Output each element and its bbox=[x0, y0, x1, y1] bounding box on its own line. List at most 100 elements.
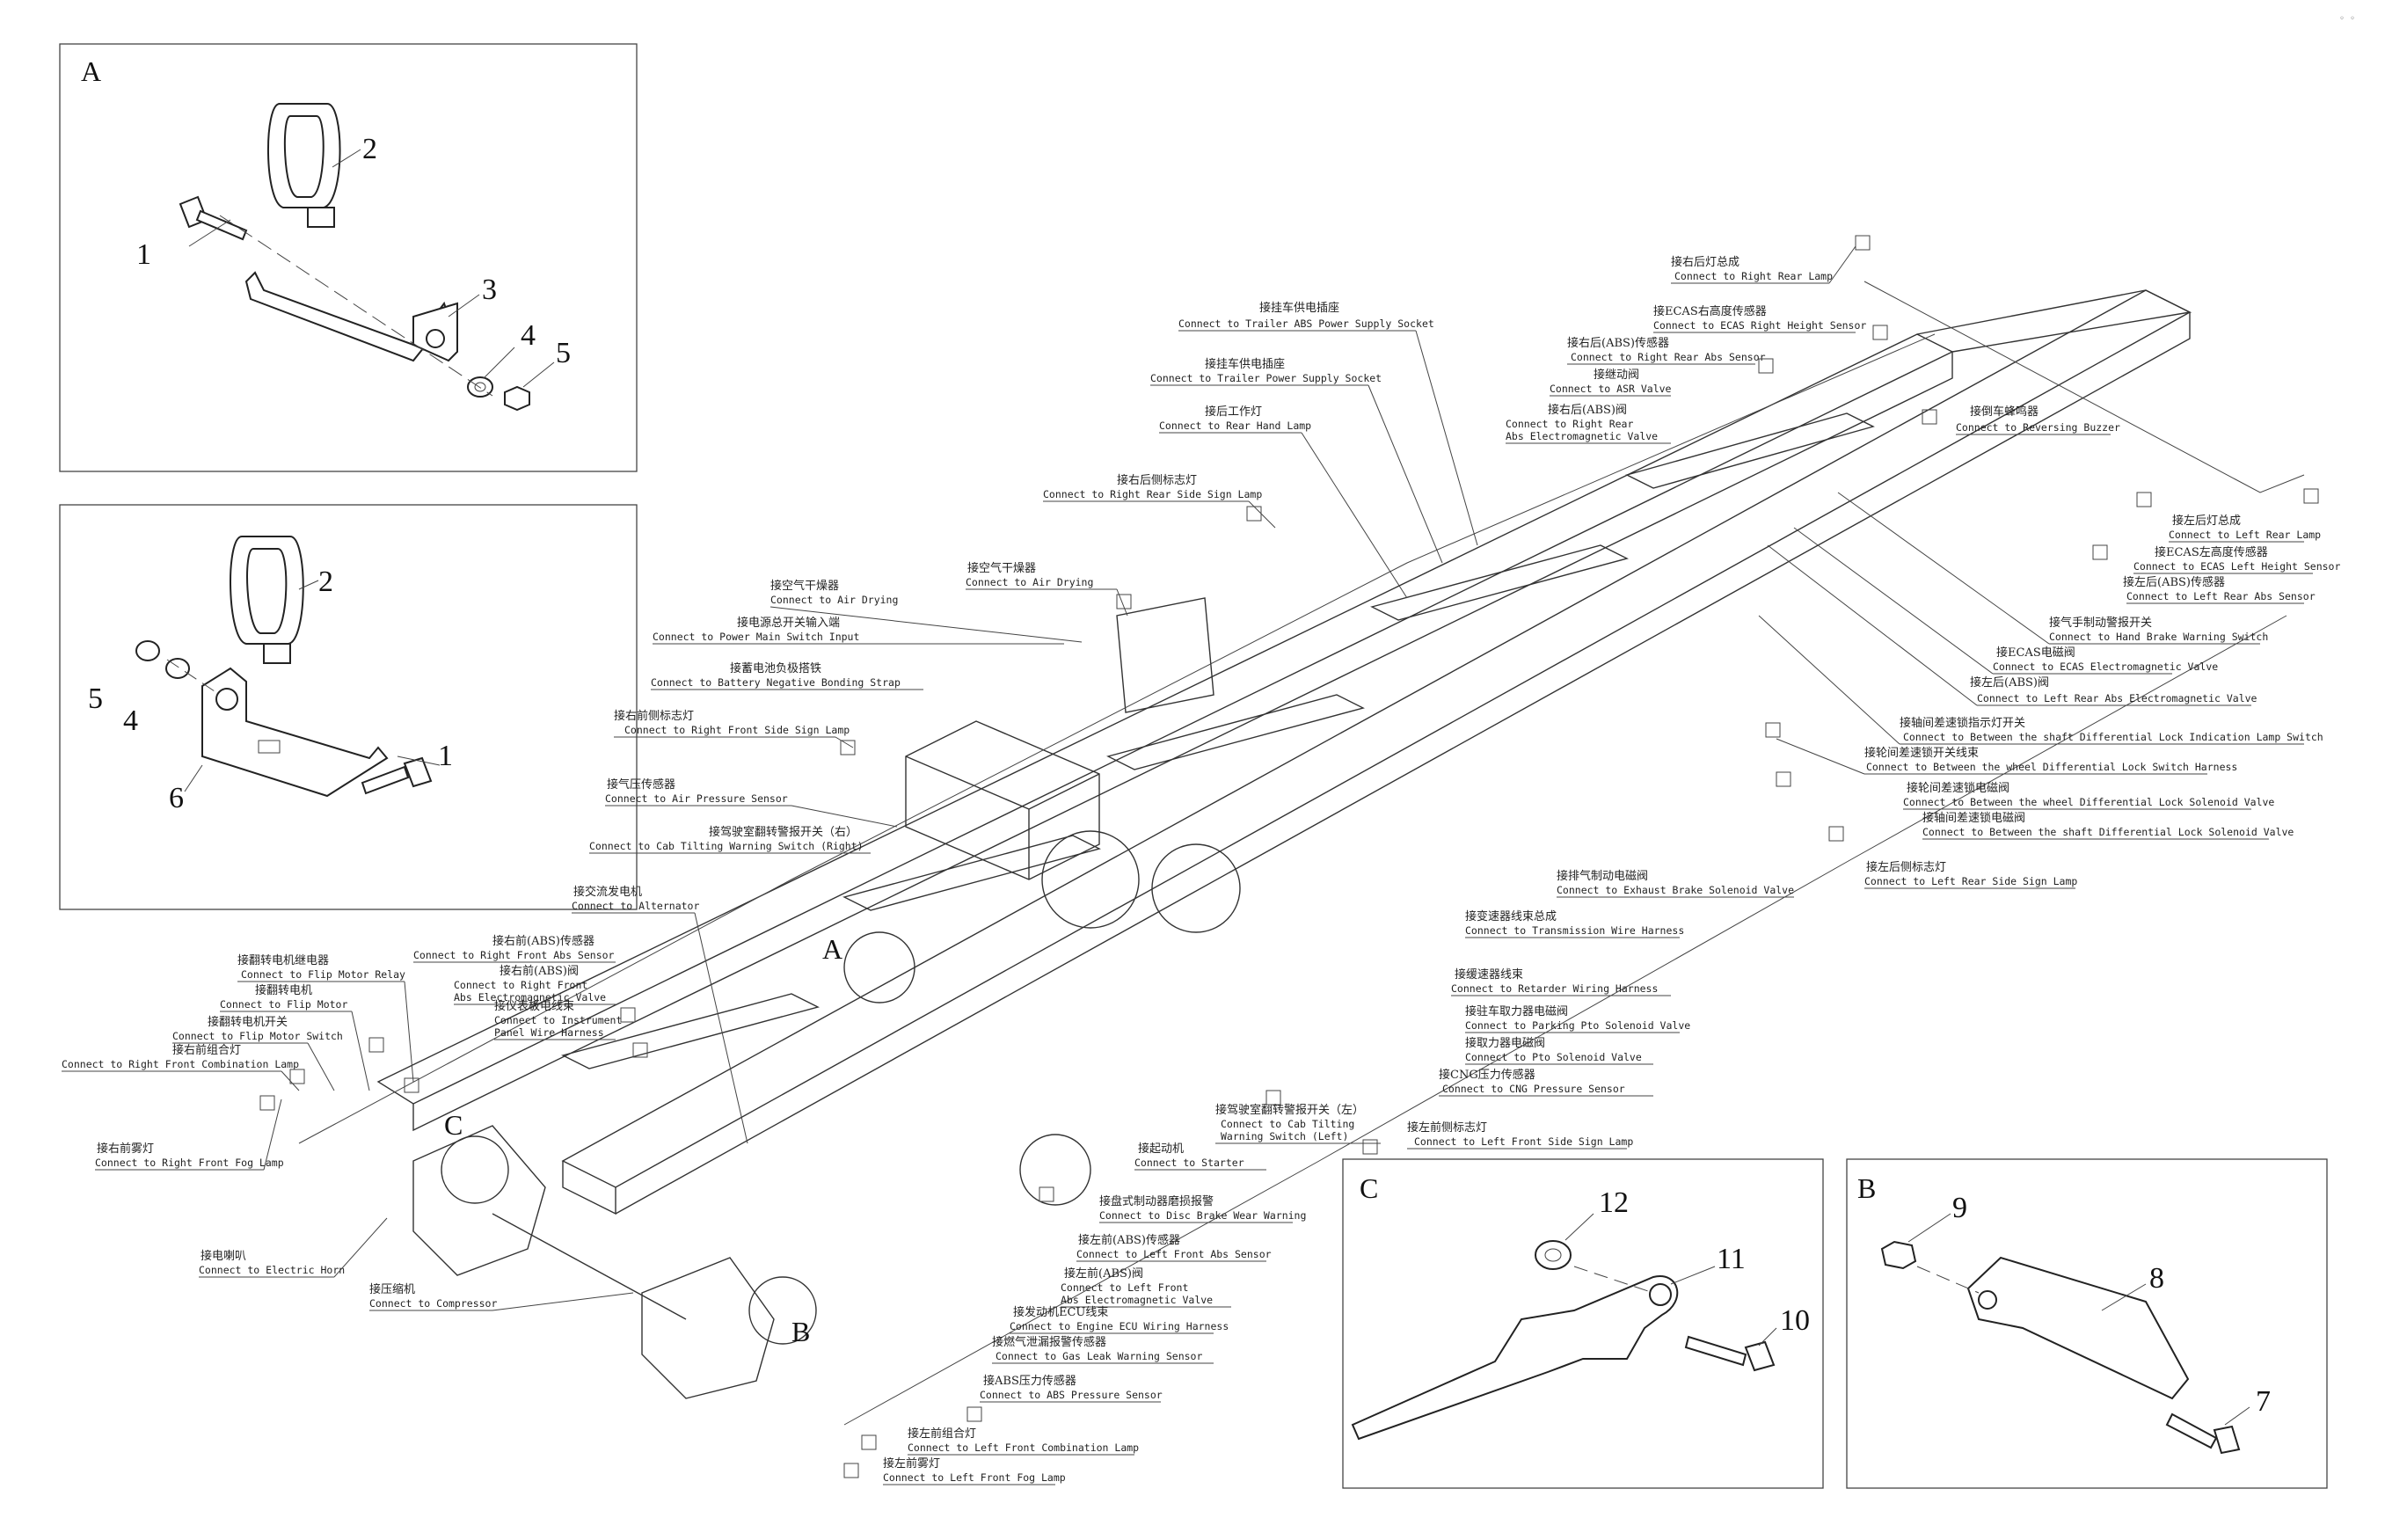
connector-zh-14: 接左后(ABS)传感器 bbox=[2123, 575, 2225, 589]
connector-zh-48: 接右前雾灯 bbox=[97, 1142, 154, 1156]
main-harness-trunk bbox=[298, 333, 1936, 1144]
flange-nut bbox=[1880, 1240, 1917, 1270]
connector-leader-10 bbox=[1248, 500, 1276, 529]
plug bbox=[1855, 235, 1871, 251]
connector-en-19: Connect to ECAS Electromagnetic Valve bbox=[1993, 661, 2218, 673]
plug bbox=[289, 1069, 305, 1084]
connector-en-35: Abs Electromagnetic Valve bbox=[454, 991, 606, 1004]
bolt-shank bbox=[1684, 1335, 1747, 1367]
leader-7 bbox=[2224, 1406, 2250, 1426]
strap-tab bbox=[307, 207, 335, 228]
callout-2: 2 bbox=[362, 133, 377, 165]
connector-leader-37 bbox=[351, 1011, 370, 1091]
detail-circle-a bbox=[843, 931, 915, 1004]
connector-en-58: Connect to ABS Pressure Sensor bbox=[980, 1389, 1163, 1401]
connector-en-15: Connect to Air Drying bbox=[770, 594, 898, 606]
connector-zh-59: 接左前组合灯 bbox=[908, 1427, 976, 1441]
connector-en-2: Connect to ECAS Right Height Sensor bbox=[1653, 319, 1866, 332]
connector-zh-57: 接燃气泄漏报警传感器 bbox=[992, 1335, 1106, 1349]
connector-zh-47: 接左前侧标志灯 bbox=[1407, 1120, 1487, 1135]
rear-harness bbox=[1864, 281, 2305, 493]
plug bbox=[632, 1042, 648, 1058]
connector-zh-51: 接电喇叭 bbox=[201, 1249, 246, 1263]
callout-11: 11 bbox=[1717, 1243, 1746, 1275]
callout-10: 10 bbox=[1780, 1304, 1810, 1337]
detail-label-c: C bbox=[1360, 1172, 1378, 1204]
plug bbox=[2092, 544, 2108, 560]
detail-view-a-bottom: 1 2 4 5 6 bbox=[59, 504, 638, 910]
centerline bbox=[219, 215, 493, 397]
connector-plugs bbox=[259, 235, 2319, 1478]
leader-2 bbox=[298, 580, 319, 590]
connector-zh-56: 接发动机ECU线束 bbox=[1013, 1305, 1108, 1319]
plug bbox=[1362, 1139, 1378, 1155]
plug bbox=[1246, 506, 1262, 522]
connector-en-9: Connect to Reversing Buzzer bbox=[1956, 421, 2120, 434]
washer bbox=[165, 658, 190, 679]
bolt-shank bbox=[2165, 1412, 2218, 1449]
callout-4: 4 bbox=[521, 319, 536, 352]
connector-zh-24: 接气压传感器 bbox=[607, 777, 675, 792]
bracket-slot bbox=[258, 740, 281, 754]
connector-leader-22 bbox=[1758, 615, 1900, 745]
connector-zh-52: 接左前(ABS)传感器 bbox=[1078, 1233, 1180, 1247]
connector-en-3: Connect to Right Rear Abs Sensor bbox=[1571, 351, 1766, 363]
connector-en-24: Connect to Air Pressure Sensor bbox=[605, 792, 788, 805]
rear-spring-hanger bbox=[1019, 1134, 1091, 1206]
front-bracket-left bbox=[641, 1257, 775, 1399]
connector-zh-16: 接电源总开关输入端 bbox=[737, 616, 840, 630]
leader-10 bbox=[1758, 1327, 1777, 1347]
connector-zh-5: 接继动阀 bbox=[1594, 368, 1639, 382]
callout-1: 1 bbox=[438, 740, 453, 772]
callout-3: 3 bbox=[482, 274, 497, 306]
detail-label-b: B bbox=[1857, 1172, 1876, 1204]
plug bbox=[966, 1406, 982, 1422]
detail-label-a: A bbox=[81, 55, 101, 87]
crossmember-3 bbox=[1106, 694, 1365, 770]
connector-zh-34: 接右前(ABS)阀 bbox=[500, 964, 579, 978]
leader-4 bbox=[483, 347, 515, 379]
connector-en-56: Connect to Engine ECU Wiring Harness bbox=[1010, 1320, 1229, 1332]
air-dryer-bracket bbox=[1116, 597, 1214, 713]
connector-zh-42: 接取力器电磁阀 bbox=[1465, 1036, 1545, 1050]
bracket-plate bbox=[201, 667, 389, 798]
nut bbox=[135, 640, 160, 661]
connector-en-52: Connect to Left Front Abs Sensor bbox=[1076, 1248, 1272, 1260]
front-bracket-right bbox=[412, 1125, 546, 1276]
bracket-hole bbox=[1649, 1283, 1672, 1306]
connector-en-16: Connect to Power Main Switch Input bbox=[653, 631, 859, 643]
connector-leader-51 bbox=[333, 1217, 388, 1278]
connector-zh-50: 接盘式制动器磨损报警 bbox=[1099, 1194, 1214, 1208]
connector-leader-20 bbox=[1767, 544, 1978, 706]
connector-zh-7: 接右后(ABS)阀 bbox=[1548, 403, 1627, 417]
connector-en-17: Connect to Hand Brake Warning Switch bbox=[2049, 631, 2268, 643]
connector-zh-0: 接右后灯总成 bbox=[1671, 255, 1740, 269]
connector-zh-26: 接驾驶室翻转警报开关（右） bbox=[709, 825, 857, 839]
marker-b: B bbox=[791, 1316, 810, 1347]
connector-zh-37: 接翻转电机 bbox=[255, 983, 312, 997]
connector-en-21: Connect to Right Front Side Sign Lamp bbox=[624, 724, 850, 736]
connector-zh-49: 接起动机 bbox=[1138, 1142, 1184, 1156]
connector-en-60: Connect to Left Front Fog Lamp bbox=[883, 1471, 1066, 1484]
connector-labels: 接右后灯总成 Connect to Right Rear Lamp 接挂车供电插… bbox=[62, 245, 2340, 1485]
connector-en-45: Connect to Cab Tilting bbox=[1221, 1118, 1354, 1130]
connector-zh-43: 接右前组合灯 bbox=[172, 1043, 241, 1057]
connector-en-4: Connect to Trailer Power Supply Socket bbox=[1150, 372, 1382, 384]
connector-leader-13 bbox=[1116, 588, 1128, 617]
connector-leader-53 bbox=[492, 1292, 634, 1311]
connector-zh-33: 接翻转电机继电器 bbox=[237, 953, 329, 967]
connector-en-8: Abs Electromagnetic Valve bbox=[1506, 430, 1658, 442]
callout-9: 9 bbox=[1952, 1192, 1967, 1224]
connector-en-6: Connect to Rear Hand Lamp bbox=[1159, 420, 1311, 432]
detail-view-b: B 7 8 9 bbox=[1846, 1158, 2328, 1489]
detail-view-a-top: A 1 2 3 4 5 bbox=[59, 43, 638, 472]
connector-zh-15: 接空气干燥器 bbox=[770, 579, 839, 593]
callout-7: 7 bbox=[2256, 1385, 2271, 1418]
connector-leader-24 bbox=[791, 805, 898, 828]
detail-view-c: C 10 11 12 bbox=[1342, 1158, 1824, 1489]
connector-en-39: Panel Wire Harness bbox=[494, 1026, 604, 1039]
crossmember-1 bbox=[1625, 412, 1875, 489]
front-crossbar bbox=[492, 1213, 687, 1320]
connector-zh-9: 接倒车蜂鸣器 bbox=[1970, 405, 2039, 419]
